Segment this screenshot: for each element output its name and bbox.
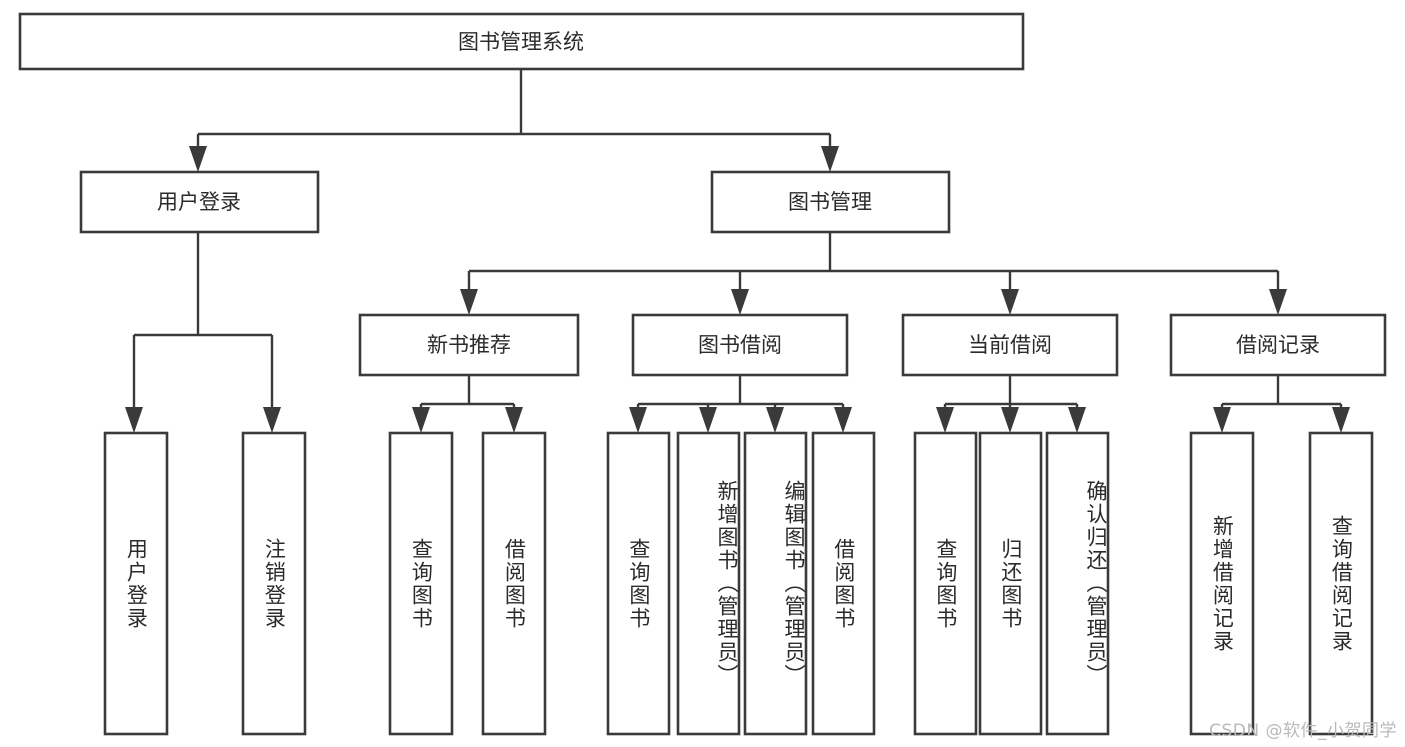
- arrow-head-leaf-borrow-record-2: [1332, 407, 1350, 433]
- connector-group-current-borrow: [936, 375, 1086, 433]
- node-root-box[interactable]: [18, 12, 1025, 71]
- leaf-box-current-borrow-1[interactable]: [913, 431, 978, 736]
- node-current-borrow[interactable]: 当前借阅: [901, 313, 1119, 377]
- node-book-borrow-box[interactable]: [631, 313, 849, 377]
- leaf-box-book-borrow-3[interactable]: [743, 431, 808, 736]
- leaf-box-borrow-record-1[interactable]: [1189, 431, 1255, 736]
- node-current-borrow-label: 当前借阅: [968, 333, 1052, 357]
- arrow-head-user-login: [189, 146, 207, 172]
- leaf-box-borrow-record-2[interactable]: [1308, 431, 1374, 736]
- arrow-head-leaf-book-borrow-3: [766, 407, 784, 433]
- node-root[interactable]: 图书管理系统: [18, 12, 1025, 71]
- node-book-management-label: 图书管理: [788, 190, 872, 214]
- node-new-book-recommend-label: 新书推荐: [427, 333, 511, 357]
- arrow-head-borrow-record: [1269, 289, 1287, 315]
- arrow-head-leaf-new-book-1: [412, 407, 430, 433]
- leaf-box-book-borrow-1[interactable]: [606, 431, 671, 736]
- node-borrow-record-box[interactable]: [1169, 313, 1387, 377]
- node-book-management[interactable]: 图书管理: [710, 170, 951, 234]
- node-root-label: 图书管理系统: [458, 30, 584, 54]
- connector-group-book-mgmt: [460, 232, 1287, 315]
- leaf-box-new-book-1[interactable]: [388, 431, 454, 736]
- node-new-book-recommend-box[interactable]: [358, 313, 580, 377]
- node-user-login[interactable]: 用户登录: [79, 170, 320, 234]
- leaf-box-book-borrow-4[interactable]: [811, 431, 876, 736]
- connector-group-root: [189, 69, 839, 172]
- arrow-head-leaf-current-borrow-2: [1001, 407, 1019, 433]
- connector-group-user-login: [125, 232, 281, 433]
- arrow-head-book-mgmt: [821, 146, 839, 172]
- connector-group-borrow-record: [1213, 375, 1350, 433]
- node-book-borrow[interactable]: 图书借阅: [631, 313, 849, 377]
- node-borrow-record-label: 借阅记录: [1236, 333, 1320, 357]
- arrow-head-leaf-user-login-1: [125, 407, 143, 433]
- node-book-borrow-label: 图书借阅: [698, 333, 782, 357]
- node-new-book-recommend[interactable]: 新书推荐: [358, 313, 580, 377]
- node-current-borrow-box[interactable]: [901, 313, 1119, 377]
- leaf-box-current-borrow-3[interactable]: [1045, 431, 1110, 736]
- arrow-head-new-book-recommend: [460, 289, 478, 315]
- connector-group-new-book-recommend: [412, 375, 523, 433]
- arrow-head-leaf-borrow-record-1: [1213, 407, 1231, 433]
- node-user-login-box[interactable]: [79, 170, 320, 234]
- arrow-head-leaf-user-login-2: [263, 407, 281, 433]
- arrow-head-leaf-new-book-2: [505, 407, 523, 433]
- leaf-box-user-login-2[interactable]: [241, 431, 307, 736]
- arrow-head-leaf-book-borrow-2: [699, 407, 717, 433]
- leaf-box-new-book-2[interactable]: [481, 431, 547, 736]
- csdn-watermark: CSDN @软件_小贺同学: [1209, 721, 1397, 741]
- arrow-head-leaf-book-borrow-4: [834, 407, 852, 433]
- leaf-box-current-borrow-2[interactable]: [978, 431, 1043, 736]
- node-book-management-box[interactable]: [710, 170, 951, 234]
- node-borrow-record[interactable]: 借阅记录: [1169, 313, 1387, 377]
- arrow-head-book-borrow: [731, 289, 749, 315]
- leaf-box-user-login-1[interactable]: [103, 431, 169, 736]
- connector-group-book-borrow: [629, 375, 852, 433]
- arrow-head-leaf-current-borrow-1: [936, 407, 954, 433]
- node-user-login-label: 用户登录: [157, 190, 241, 214]
- leaf-box-book-borrow-2[interactable]: [676, 431, 741, 736]
- arrow-head-leaf-book-borrow-1: [629, 407, 647, 433]
- arrow-head-leaf-current-borrow-3: [1068, 407, 1086, 433]
- arrow-head-current-borrow: [1001, 289, 1019, 315]
